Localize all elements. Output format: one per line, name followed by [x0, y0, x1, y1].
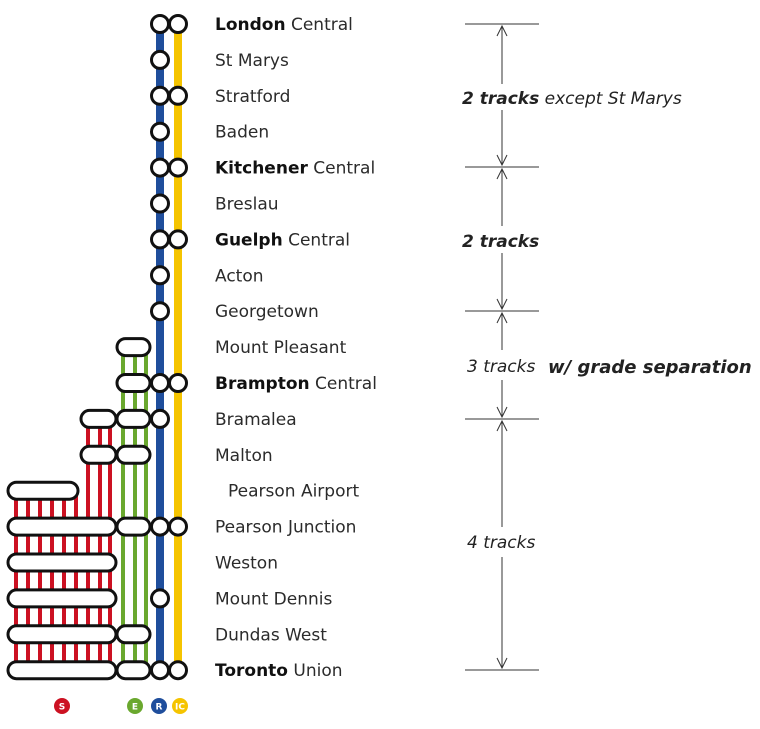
line-s-track	[98, 418, 102, 671]
legend-badge-label: R	[156, 703, 163, 713]
legend-badge-label: S	[59, 703, 65, 713]
station-label: Acton	[215, 266, 264, 286]
station-marker-ic	[168, 157, 188, 178]
station-marker-ic	[168, 229, 188, 250]
station-label: Baden	[215, 123, 269, 143]
station-marker-r	[150, 373, 170, 393]
arrowhead	[496, 298, 508, 311]
station-label: Mount Dennis	[215, 589, 333, 609]
station-marker-r	[150, 121, 170, 142]
station-label: Pearson Junction	[215, 518, 356, 538]
annotation-seg4: 4 tracks	[467, 533, 535, 553]
line-ic-track	[174, 24, 182, 671]
line-s-track	[26, 490, 30, 671]
station-marker-e	[115, 660, 152, 681]
line-s-track	[74, 490, 78, 671]
station-marker-s	[6, 480, 80, 501]
line-s-track	[86, 418, 90, 671]
station-label: Bramalea	[215, 410, 297, 430]
station-marker-r	[150, 49, 170, 70]
arrowhead	[496, 419, 508, 432]
legend-badge-label: IC	[175, 703, 185, 713]
line-legend: S E R IC	[54, 698, 188, 714]
station-marker-r	[150, 301, 170, 322]
line-e-track	[144, 347, 148, 671]
station-marker-ic	[168, 373, 188, 393]
line-s-track	[14, 490, 18, 671]
station-marker-e	[115, 408, 152, 429]
station-marker-s	[6, 588, 118, 609]
station-marker-r	[150, 193, 170, 214]
station-marker-ic	[168, 516, 188, 537]
line-s-track	[50, 490, 54, 671]
station-label: Guelph Central	[215, 230, 350, 250]
station-marker-r	[150, 588, 170, 609]
arrowhead	[496, 406, 508, 419]
station-marker-ic	[168, 14, 188, 34]
station-marker-s	[6, 624, 118, 645]
station-marker-r	[150, 408, 170, 429]
legend-badge-ic	[172, 698, 188, 714]
station-marker-r	[150, 660, 170, 681]
legend-badge-label: E	[132, 703, 138, 713]
station-marker-s	[6, 552, 118, 573]
station-marker-ic	[168, 660, 188, 681]
legend-badge-e	[127, 698, 143, 714]
station-label: Breslau	[215, 195, 279, 215]
station-marker-ic	[168, 85, 188, 106]
station-marker-s	[79, 408, 118, 429]
arrowhead	[496, 311, 508, 324]
station-marker-r	[150, 516, 170, 537]
station-label: St Marys	[215, 51, 289, 71]
station-marker-s	[6, 660, 118, 681]
line-s-track	[62, 490, 66, 671]
annotation-seg3: 3 tracks	[467, 357, 535, 377]
arrowhead	[496, 154, 508, 167]
station-marker-r	[150, 265, 170, 286]
legend-badge-r	[151, 698, 167, 714]
annotation-seg2: 2 tracks	[462, 232, 539, 252]
arrowhead	[496, 24, 508, 37]
station-label: Kitchener Central	[215, 159, 375, 179]
station-label: Toronto Union	[215, 661, 343, 681]
station-label: Pearson Airport	[228, 482, 359, 502]
line-s-track	[38, 490, 42, 671]
station-marker-s	[79, 444, 118, 465]
line-e-track	[121, 347, 125, 671]
annotation-seg1: 2 tracks except St Marys	[462, 89, 682, 109]
line-s-track	[108, 418, 112, 671]
station-label: Malton	[215, 446, 273, 466]
station-marker-e	[115, 373, 152, 393]
station-label: London Central	[215, 15, 353, 35]
station-label: Dundas West	[215, 625, 327, 645]
legend-badge-s	[54, 698, 70, 714]
station-label: Stratford	[215, 87, 290, 107]
line-e-track	[133, 347, 137, 671]
station-label: Weston	[215, 554, 278, 574]
station-marker-r	[150, 14, 170, 34]
station-marker-e	[115, 444, 152, 465]
arrowhead	[496, 167, 508, 180]
station-marker-e	[115, 337, 152, 358]
station-marker-s	[6, 516, 118, 537]
station-marker-e	[115, 516, 152, 537]
route-lines	[14, 24, 182, 671]
station-marker-r	[150, 85, 170, 106]
station-marker-r	[150, 157, 170, 178]
station-label: Brampton Central	[215, 374, 377, 394]
dimension-lines	[465, 23, 539, 671]
line-r-track	[156, 24, 164, 671]
station-marker-r	[150, 229, 170, 250]
station-markers	[6, 14, 188, 681]
station-marker-e	[115, 624, 152, 645]
annotation-seg3-grade: w/ grade separation	[548, 357, 752, 378]
station-labels: London Central St MarysStratfordBadenKitc…	[215, 15, 377, 681]
station-label: Mount Pleasant	[215, 338, 347, 358]
station-label: Georgetown	[215, 302, 319, 322]
arrowhead	[496, 657, 508, 670]
